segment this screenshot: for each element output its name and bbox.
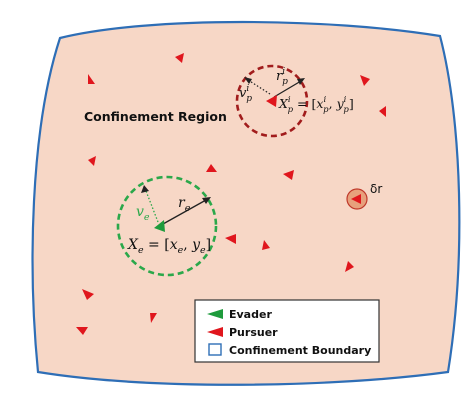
capture-radius-label: δr xyxy=(370,182,382,196)
legend-evader-label: Evader xyxy=(229,308,272,321)
pursuer-marker xyxy=(150,313,157,323)
legend-boundary-icon xyxy=(208,343,222,356)
capture-pursuer-marker xyxy=(351,194,361,204)
pursuer-center-marker xyxy=(266,95,277,107)
pursuer-velocity-arrow xyxy=(247,79,271,95)
legend-evader-icon xyxy=(207,309,223,319)
legend-boundary-label: Confinement Boundary xyxy=(229,344,371,357)
evader-velocity-label: ve xyxy=(136,204,150,223)
evader-radius-arrow xyxy=(162,199,207,225)
legend-pursuer-label: Pursuer xyxy=(229,326,278,339)
pursuer-marker xyxy=(175,53,184,63)
evader-center-marker xyxy=(154,220,165,232)
pursuer-marker xyxy=(283,170,294,180)
pursuer-velocity-arrowhead xyxy=(244,77,252,84)
evader-radius-label: re xyxy=(178,195,191,214)
evader-velocity-arrowhead xyxy=(141,185,149,193)
pursuer-marker xyxy=(360,75,370,86)
pursuer-markers xyxy=(76,53,386,335)
pursuer-marker xyxy=(82,289,94,300)
evader-sensing-zone: ve re Xe = [xe, ye] xyxy=(116,175,218,277)
pursuer-sensing-circle xyxy=(235,64,309,138)
pursuer-marker xyxy=(206,164,217,172)
pursuer-marker xyxy=(345,261,354,272)
pursuer-marker xyxy=(225,234,236,244)
pursuer-marker xyxy=(88,74,95,84)
legend-pursuer-icon xyxy=(207,327,223,337)
pursuer-marker xyxy=(76,327,88,335)
pursuer-radius-arrowhead xyxy=(297,78,305,85)
pursuer-marker xyxy=(379,106,386,117)
pursuer-marker xyxy=(262,240,270,250)
pursuer-marker xyxy=(88,156,96,166)
pursuer-radius-arrow xyxy=(273,80,302,98)
legend: Evader Pursuer Confinement Boundary xyxy=(194,299,380,363)
evader-sensing-circle xyxy=(116,175,218,277)
evader-position-label: Xe = [xe, ye] xyxy=(127,237,211,256)
evader-radius-arrowhead xyxy=(202,197,211,204)
confinement-region xyxy=(31,20,461,386)
legend-box xyxy=(194,299,380,363)
region-label: Confinement Region xyxy=(84,109,227,124)
capture-radius-marker: δr xyxy=(346,182,382,210)
